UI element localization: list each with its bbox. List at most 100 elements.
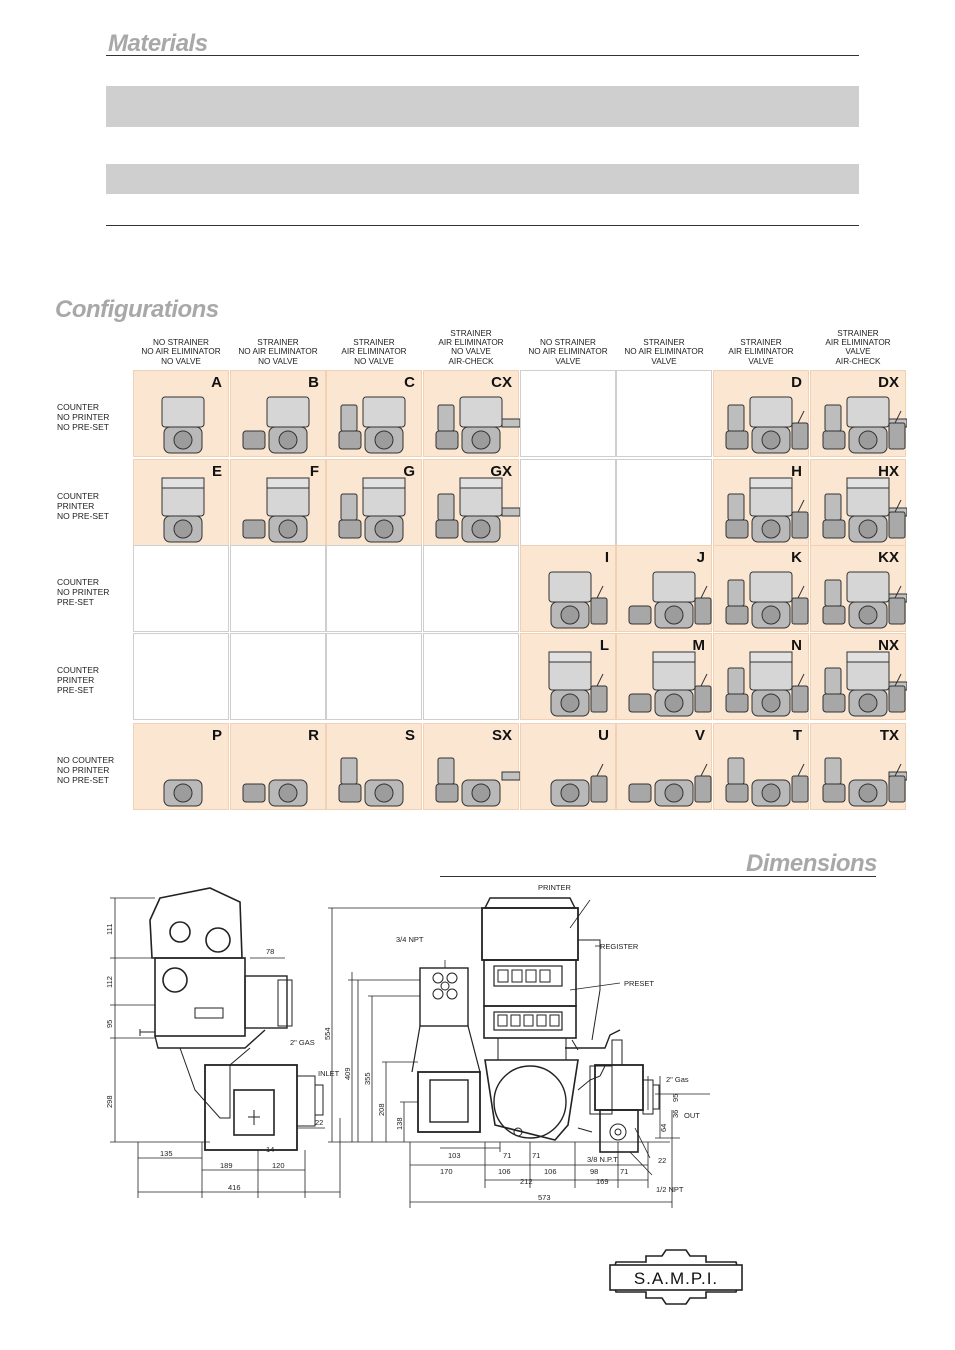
config-code: HX (878, 463, 899, 480)
column-header-line: AIR-CHECK (448, 356, 494, 366)
dim-111: 111 (105, 924, 114, 935)
config-cell-sx: SX (423, 723, 520, 810)
column-header-line: STRAINER (837, 328, 879, 338)
meter-illustration (435, 477, 520, 543)
meter-illustration (338, 757, 404, 807)
column-header-line: NO VALVE (161, 356, 201, 366)
meter-sketch (550, 763, 608, 807)
column-header-line: NO STRAINER (153, 338, 209, 348)
dim-189: 189 (220, 1161, 233, 1170)
label-inlet: INLET (318, 1069, 340, 1078)
config-code: C (404, 374, 415, 391)
meter-sketch (242, 779, 308, 807)
config-cell-empty (230, 633, 326, 720)
config-cell-v: V (616, 723, 712, 810)
meter-illustration (338, 396, 406, 454)
row-header-line: COUNTER (57, 491, 100, 501)
dim-71-b: 71 (532, 1151, 540, 1160)
meter-illustration (725, 651, 809, 717)
column-header-line: NO STRAINER (540, 338, 596, 348)
dim-135: 135 (160, 1149, 173, 1158)
column-header-line: STRAINER (740, 338, 782, 348)
meter-sketch (822, 477, 907, 543)
row-header-line: PRE-SET (57, 684, 94, 695)
row-header-line: NO COUNTER (57, 755, 115, 765)
config-code: GX (490, 463, 512, 480)
config-cell-l: L (520, 633, 616, 720)
config-cell-empty (326, 633, 422, 720)
meter-illustration (628, 651, 712, 717)
dim-71-c: 71 (620, 1167, 628, 1176)
config-code: E (211, 463, 222, 480)
config-cell-e: E (133, 459, 229, 546)
label-3-8-npt: 3/8 N.P.T. (587, 1155, 619, 1164)
config-code: TX (879, 727, 899, 744)
config-code: A (211, 374, 222, 391)
config-code: D (791, 374, 802, 391)
meter-illustration (242, 477, 310, 543)
meter-illustration (822, 571, 907, 629)
meter-illustration (435, 757, 520, 807)
dim-112: 112 (105, 976, 114, 988)
meter-sketch (548, 571, 608, 629)
dim-103: 103 (448, 1151, 461, 1160)
config-cell-i: I (520, 545, 616, 632)
column-header-line: VALVE (748, 356, 774, 366)
column-header-line: AIR ELIMINATOR (341, 347, 407, 357)
row-header-line: PRE-SET (57, 596, 94, 607)
dim-95-right: 95 (671, 1094, 680, 1102)
config-code: B (308, 374, 319, 391)
column-header-line: AIR ELIMINATOR (825, 338, 891, 348)
column-header-line: VALVE (555, 356, 581, 366)
config-code: K (791, 549, 802, 566)
label-1-2-npt: 1/2 NPT (656, 1185, 684, 1194)
dimensions-rule (440, 876, 876, 877)
config-code: S (404, 727, 415, 744)
meter-illustration (725, 571, 809, 629)
column-header-line: STRAINER (353, 338, 395, 348)
config-cell-k: K (713, 545, 809, 632)
column-header-line: STRAINER (257, 338, 299, 348)
column-header-line: NO VALVE (451, 347, 491, 357)
config-cell-h: H (713, 459, 809, 546)
column-header-line: STRAINER (643, 338, 685, 348)
column-header-line: STRAINER (450, 328, 492, 338)
meter-sketch (822, 757, 907, 807)
materials-top-rule (106, 55, 859, 56)
config-code: V (694, 727, 705, 744)
dim-169: 169 (596, 1177, 609, 1186)
config-cell-empty (423, 633, 519, 720)
meter-sketch (725, 651, 809, 717)
config-code: R (308, 727, 319, 744)
meter-sketch (628, 651, 712, 717)
column-header-line: VALVE (845, 347, 871, 357)
config-code: M (692, 637, 706, 654)
meter-illustration (725, 477, 809, 543)
meter-illustration (725, 396, 809, 454)
row-header-line: NO PRE-SET (57, 421, 109, 432)
config-code: G (403, 463, 415, 480)
config-cell-tx: TX (810, 723, 907, 810)
dim-22-right: 22 (658, 1156, 666, 1165)
configurations-heading: Configurations (55, 296, 219, 323)
config-cell-c: C (326, 370, 422, 457)
meter-sketch (628, 571, 712, 629)
row-header-line: COUNTER (57, 577, 100, 587)
config-cell-s: S (326, 723, 422, 810)
label-2-gas: 2" GAS (290, 1038, 315, 1047)
logo-text: S.A.M.P.I. (634, 1269, 718, 1288)
config-code: N (791, 637, 802, 654)
dim-36: 36 (671, 1110, 680, 1118)
meter-sketch (435, 757, 520, 807)
dim-64: 64 (659, 1124, 668, 1132)
front-view (411, 897, 660, 1153)
dimension-drawing: 111 112 95 298 78 2" GAS INLET 22 135 18… (105, 883, 710, 1208)
